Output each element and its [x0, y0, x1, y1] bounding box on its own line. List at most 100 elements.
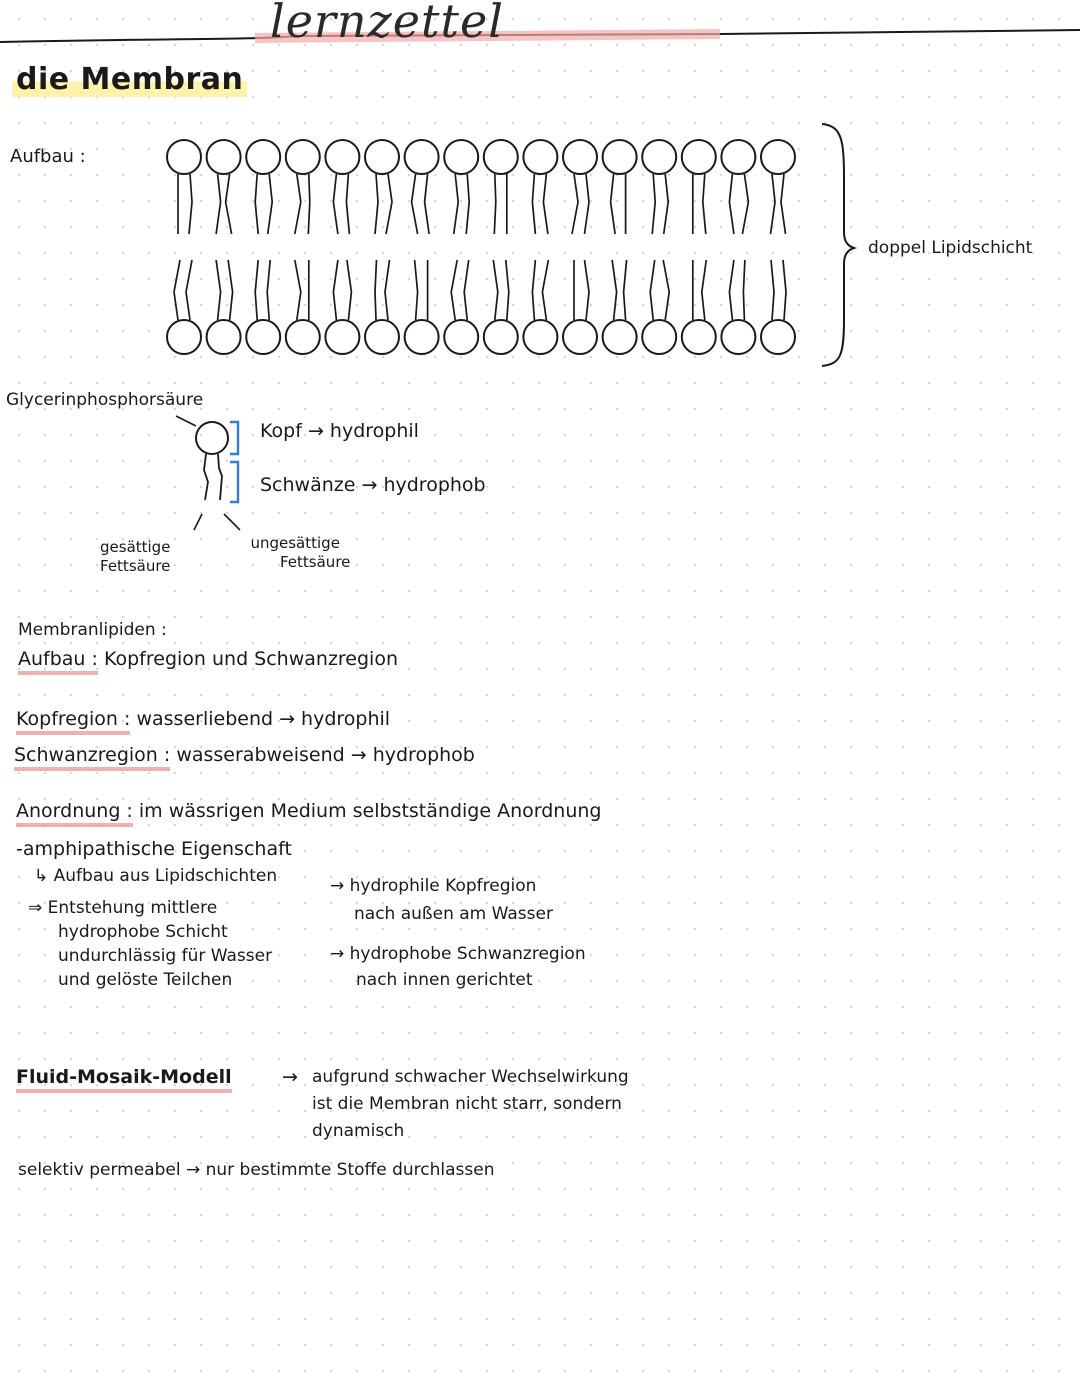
lipid-head-top — [680, 139, 717, 175]
lipid-tail-top — [651, 173, 657, 235]
anordnung-row: Anordnung : im wässrigen Medium selbstst… — [16, 800, 601, 827]
anordnung-line3: ↳ Aufbau aus Lipidschichten — [34, 866, 278, 886]
schwanzregion-key: Schwanzregion : — [14, 744, 171, 771]
membranlipide-aufbau: Aufbau : Kopfregion und Schwanzregion — [18, 648, 398, 675]
lipid-tail-top — [215, 173, 222, 235]
lipid-tail-bottom — [770, 259, 775, 321]
fluid-key-row: Fluid-Mosaik-Modell — [16, 1066, 232, 1093]
anordnung-arrow1: → hydrophile Kopfregion — [330, 876, 537, 896]
lipid-tail-top — [493, 173, 497, 235]
kopfregion-val: wasserliebend → hydrophil — [136, 708, 391, 730]
lipid-head-bottom — [166, 319, 202, 355]
lipid-tail-bottom — [782, 259, 787, 321]
lipid-tail-bottom — [611, 259, 618, 321]
fat-pointer-left — [193, 513, 203, 531]
fluid-arrow: → — [282, 1066, 298, 1088]
section-heading-text: die Membran — [12, 62, 248, 97]
kopfregion-key: Kopfregion : — [16, 708, 131, 735]
lipid-tail-top — [531, 173, 537, 235]
schwanzregion-row: Schwanzregion : wasserabweisend → hydrop… — [14, 744, 475, 771]
head-prop: hydrophil — [329, 420, 419, 442]
lipid-tail-bottom — [215, 259, 222, 321]
lipid-tail-bottom — [492, 259, 499, 321]
lipid-tail-top — [374, 173, 379, 235]
arrow-icon: → — [307, 420, 330, 442]
tail-prop: hydrophob — [383, 474, 486, 496]
lipid-head-bottom — [245, 319, 282, 355]
lipid-tail-top — [266, 173, 274, 235]
fat-unsaturated-2: Fettsäure — [280, 553, 351, 571]
lipid-tail-top — [769, 173, 776, 235]
fluid-line-3: dynamisch — [312, 1121, 405, 1141]
lipid-tail-bottom — [583, 259, 590, 321]
lipid-head-top — [166, 139, 202, 175]
lipid-head-bottom — [720, 319, 757, 355]
fat-saturated-1: gesättige — [100, 538, 171, 556]
lipid-tail-top — [385, 173, 393, 235]
schwanzregion-val: wasserabweisend → hydrophob — [176, 744, 475, 766]
lipid-head-top — [245, 139, 282, 175]
lipid-head-bottom — [641, 319, 678, 355]
lipid-bilayer-diagram — [166, 139, 796, 355]
fat-saturated: gesättige Fettsäure — [100, 538, 170, 576]
fluid-text: aufgrund schwacher Wechselwirkung ist di… — [312, 1064, 629, 1145]
lipid-tail-top — [254, 173, 260, 235]
kopfregion-row: Kopfregion : wasserliebend → hydrophil — [16, 708, 391, 735]
lipid-tail-bottom — [662, 259, 671, 321]
header-rule — [0, 29, 1080, 43]
lipid-head-top — [641, 139, 678, 175]
lipid-head-top — [720, 139, 757, 175]
lipid-tail-top — [345, 173, 351, 235]
lipid-head-top — [522, 139, 559, 175]
arrow-icon: → — [361, 474, 384, 496]
lipid-tail-top — [423, 173, 430, 235]
lipid-tail-top — [741, 173, 750, 235]
entstehung-block: ⇒ Entstehung mittlere hydrophobe Schicht… — [28, 896, 272, 992]
section-heading: die Membran — [12, 62, 248, 97]
lipid-head-top — [482, 139, 519, 175]
lipid-head-bottom — [680, 319, 717, 355]
lipid-head-top — [760, 139, 796, 175]
entstehung-line-1: ⇒ Entstehung mittlere — [28, 898, 218, 918]
lipid-tail-bottom — [504, 259, 510, 321]
fat-pointer-right — [223, 513, 241, 531]
selektiv-line: selektiv permeabel → nur bestimmte Stoff… — [18, 1160, 495, 1180]
phospholipid-head — [195, 421, 229, 455]
fat-unsaturated: ungesättige Fettsäure — [240, 534, 350, 572]
lipid-tail-bottom — [450, 259, 459, 321]
lipid-tail-bottom — [332, 259, 339, 321]
fat-unsaturated-1: ungesättige — [250, 534, 340, 552]
lipid-tail-bottom — [649, 259, 656, 321]
lipid-tail-bottom — [293, 259, 302, 321]
lipid-head-top — [324, 139, 361, 175]
lipid-head-bottom — [205, 319, 242, 355]
anordnung-line2: -amphipathische Eigenschaft — [16, 838, 292, 860]
lipid-head-bottom — [562, 319, 598, 355]
lipid-head-bottom — [443, 319, 480, 355]
tail-bracket — [230, 460, 240, 504]
anordnung-arrow1b: nach außen am Wasser — [354, 904, 553, 924]
lipid-tail-top — [293, 173, 302, 235]
lipid-tail-bottom — [541, 259, 550, 321]
lipid-tail-top — [662, 173, 670, 235]
tail-label: Schwänze — [260, 474, 356, 496]
lipid-tail-top — [728, 173, 735, 235]
lipid-head-bottom — [601, 319, 638, 355]
lipid-tail-top — [583, 173, 590, 235]
lipid-tail-top — [465, 173, 471, 235]
membranlipide-title: Membranlipiden : — [18, 620, 167, 640]
phospholipid-tail-right — [217, 453, 223, 501]
lipid-tail-top — [188, 173, 193, 235]
lipid-head-bottom — [403, 319, 440, 355]
tail-row: Schwänze → hydrophob — [260, 474, 486, 496]
lipid-tail-bottom — [531, 259, 537, 321]
phospholipid-tail-left — [203, 453, 209, 501]
lipid-tail-top — [307, 173, 311, 235]
fluid-line-1: aufgrund schwacher Wechselwirkung — [312, 1067, 629, 1087]
lipid-head-bottom — [364, 319, 400, 355]
lipid-tail-bottom — [374, 259, 378, 321]
lipid-head-top — [601, 139, 638, 175]
lipid-tail-top — [780, 173, 787, 235]
lipid-tail-top — [542, 173, 549, 235]
glycerin-pointer — [175, 415, 197, 427]
